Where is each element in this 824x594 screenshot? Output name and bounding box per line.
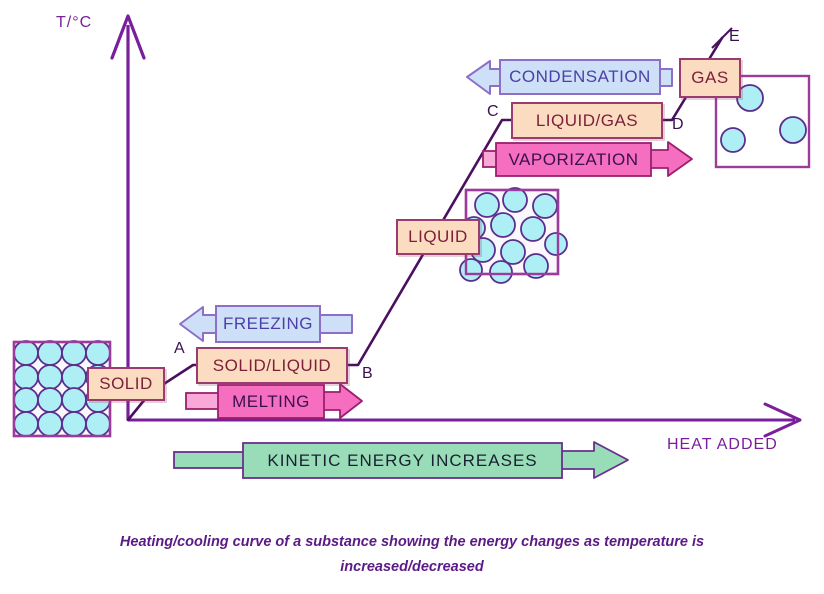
vaporization-arrow-shape	[482, 141, 693, 177]
y-axis-label: T/°C	[56, 14, 93, 31]
x-axis-label: HEAT ADDED	[667, 436, 778, 453]
condensation-arrow-shape	[466, 59, 673, 95]
transition-label-condensation[interactable]: CONDENSATION	[509, 67, 651, 86]
transition-label-melting[interactable]: MELTING	[232, 391, 310, 411]
leader-lines	[711, 27, 733, 49]
solid-particle-box	[12, 340, 112, 438]
state-label-liquid-gas[interactable]: LIQUID/GAS	[511, 102, 663, 139]
transition-label-kinetic-energy[interactable]: KINETIC ENERGY INCREASES	[267, 450, 538, 470]
state-label-solid[interactable]: SOLID	[87, 367, 165, 401]
leader-line-e	[711, 27, 733, 49]
y-axis-arrowhead	[110, 14, 146, 60]
figure-caption: Heating/cooling curve of a substance sho…	[119, 534, 705, 575]
axes	[110, 14, 802, 438]
liquid-particle-box	[459, 187, 568, 284]
point-label-e: E	[729, 28, 740, 45]
x-axis-arrowhead	[763, 402, 802, 438]
point-label-c: C	[487, 103, 499, 120]
freezing-arrow-shape	[179, 305, 353, 343]
transition-label-vaporization[interactable]: VAPORIZATION	[508, 149, 639, 169]
point-label-b: B	[362, 365, 373, 382]
state-label-solid-liquid[interactable]: SOLID/LIQUID	[196, 347, 348, 384]
state-label-liquid[interactable]: LIQUID	[396, 219, 480, 255]
point-label-a: A	[174, 340, 185, 357]
transition-label-freezing[interactable]: FREEZING	[223, 314, 313, 333]
state-label-gas[interactable]: GAS	[679, 58, 741, 98]
point-label-d: D	[672, 116, 684, 133]
kinetic-energy-arrow-shape	[173, 441, 629, 479]
melting-arrow-shape	[185, 383, 363, 419]
